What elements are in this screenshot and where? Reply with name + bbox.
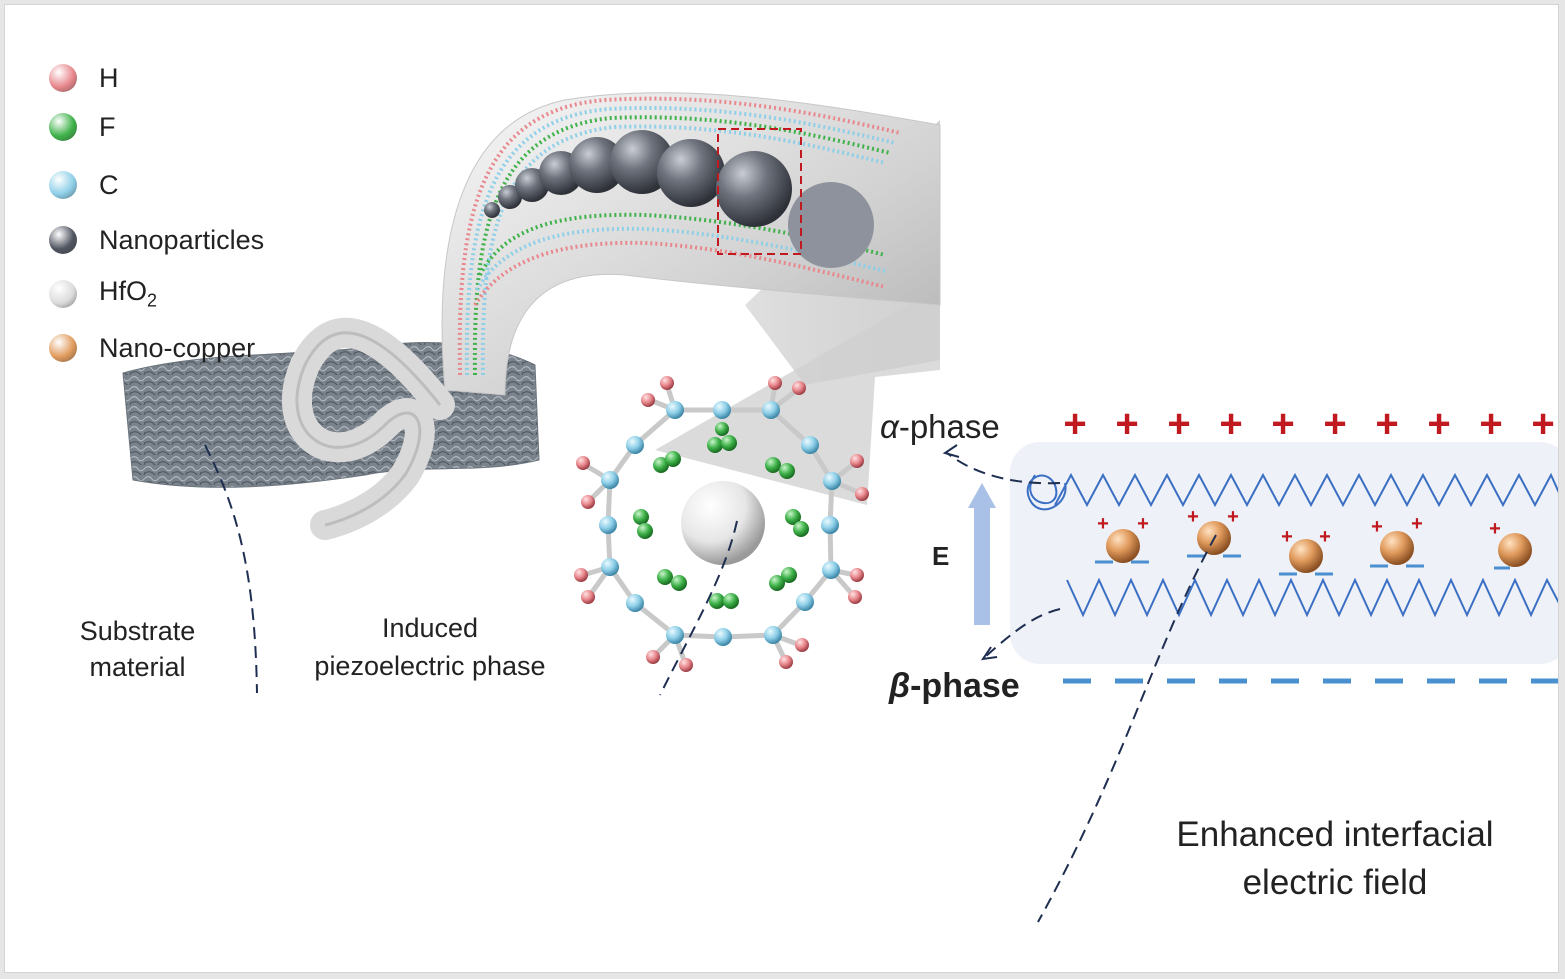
positive-charge: +: [1271, 402, 1294, 446]
alpha-phase-label: α-phase: [880, 408, 1000, 445]
legend-label: F: [99, 111, 116, 142]
positive-charge: +: [1427, 402, 1450, 446]
molecular-ring: [574, 376, 869, 672]
induced-label-line2: piezoelectric phase: [314, 651, 546, 681]
nanoparticle-chain: [484, 130, 874, 268]
polymer-zigzag-upper: [1054, 472, 1558, 508]
alpha-arrowhead: [942, 444, 960, 458]
legend-item: Nanoparticles: [49, 223, 264, 257]
tube-spiral-shade: [295, 331, 442, 527]
hfo2-sphere-icon: [49, 280, 77, 308]
legend-item: C: [49, 168, 119, 202]
schematic-canvas: + + + + + + + + + + + + + + + + + + + α-phase β-phase E: [122, 92, 1558, 923]
interface-panel: [1010, 442, 1558, 664]
nano-copper-icon: [49, 334, 77, 362]
enhanced-label-line1: Enhanced interfacial: [1176, 815, 1494, 854]
hydrogen-atom-icon: [49, 64, 77, 92]
copper-positive-charge: +: [1137, 513, 1149, 535]
legend-item: HfO2: [49, 276, 158, 311]
copper-positive-charge: +: [1371, 516, 1383, 538]
copper-positive-charge: +: [1187, 506, 1199, 528]
positive-charge: +: [1531, 402, 1554, 446]
copper-negative-marks: [1095, 554, 1510, 576]
field-arrow-head: [968, 483, 996, 508]
field-label: E: [932, 541, 949, 571]
induced-label-line1: Induced: [381, 613, 479, 643]
polymer-strands: [457, 96, 901, 376]
legend-item: F: [49, 110, 116, 144]
copper-positive-charge: +: [1489, 518, 1501, 540]
positive-charge: +: [1115, 402, 1138, 446]
enhanced-label-line2: electric field: [1242, 863, 1428, 902]
legend-label: H: [99, 62, 119, 93]
hfo2-core-sphere: [681, 481, 765, 565]
copper-positive-charge: +: [1411, 513, 1423, 535]
beta-phase-label: β-phase: [888, 667, 1020, 705]
positive-charge: +: [1167, 402, 1190, 446]
induced-phase-label: Induced piezoelectric phase: [285, 609, 575, 685]
legend-item: Nano-copper: [49, 331, 255, 365]
copper-positive-charge: +: [1281, 526, 1293, 548]
fluorine-atom-icon: [49, 113, 77, 141]
copper-positive-charges: + + + + + + + + +: [1097, 506, 1501, 548]
nano-copper-particles: [1106, 521, 1532, 573]
figure-frame: + + + + + + + + + + + + + + + + + + + α-phase β-phase E H…: [4, 4, 1559, 973]
copper-positive-charge: +: [1097, 513, 1109, 535]
substrate-label-line2: material: [89, 652, 186, 682]
alpha-coil: [1026, 474, 1067, 511]
legend-label: C: [99, 169, 119, 200]
substrate-label-line1: Substrate: [79, 616, 196, 646]
nanoparticle-icon: [49, 226, 77, 254]
legend-label: Nanoparticles: [99, 224, 265, 255]
copper-positive-charge: +: [1227, 506, 1239, 528]
positive-charge: +: [1063, 402, 1086, 446]
enhanced-field-label: Enhanced interfacial electric field: [1145, 811, 1525, 907]
positive-charge: +: [1323, 402, 1346, 446]
zoom-box: [717, 128, 802, 255]
leader-lines: [204, 444, 1217, 923]
substrate-label: Substrate material: [55, 613, 220, 685]
legend-label: HfO2: [99, 276, 158, 311]
positive-charge: +: [1479, 402, 1502, 446]
carbon-atom-icon: [49, 171, 77, 199]
polymer-zigzag-lower: [1066, 577, 1558, 618]
legend-item: H: [49, 61, 119, 95]
legend-label: Nano-copper: [99, 332, 256, 363]
positive-charge: +: [1219, 402, 1242, 446]
copper-positive-charge: +: [1319, 526, 1331, 548]
positive-charge: +: [1375, 402, 1398, 446]
beta-arrowhead: [980, 646, 998, 661]
top-positive-charges: + + + + + + + + + +: [1063, 402, 1554, 446]
